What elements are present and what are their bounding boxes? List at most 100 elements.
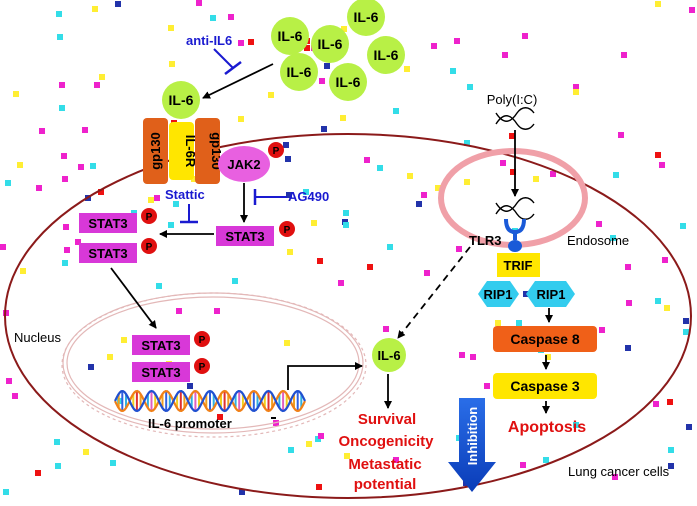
confetti-square xyxy=(64,247,70,253)
confetti-square xyxy=(99,74,105,80)
tlr3-label: TLR3 xyxy=(469,233,502,248)
caspase8-label: Caspase 8 xyxy=(510,331,579,347)
gp130-left xyxy=(143,118,168,184)
confetti-square xyxy=(303,189,309,195)
confetti-square xyxy=(61,153,67,159)
confetti-square xyxy=(377,165,383,171)
confetti-square xyxy=(156,283,162,289)
confetti-square xyxy=(82,127,88,133)
confetti-square xyxy=(340,115,346,121)
confetti-square xyxy=(173,201,179,207)
confetti-square xyxy=(232,278,238,284)
confetti-square xyxy=(115,1,121,7)
confetti-square xyxy=(238,116,244,122)
confetti-square xyxy=(288,447,294,453)
confetti-square xyxy=(653,401,659,407)
metastatic-text: Metastatic xyxy=(348,456,421,473)
confetti-square xyxy=(324,63,330,69)
confetti-square xyxy=(467,84,473,90)
confetti-square xyxy=(343,210,349,216)
confetti-square xyxy=(509,133,515,139)
confetti-square xyxy=(364,157,370,163)
confetti-square xyxy=(214,308,220,314)
confetti-square xyxy=(550,171,556,177)
confetti-square xyxy=(393,108,399,114)
confetti-square xyxy=(98,189,104,195)
confetti-square xyxy=(78,164,84,170)
il6r-label: IL-6R xyxy=(183,135,198,168)
il6-ball xyxy=(329,63,367,101)
stattic-label: Stattic xyxy=(165,187,205,202)
confetti-square xyxy=(383,326,389,332)
il6-ball xyxy=(271,17,309,55)
jak2-label: JAK2 xyxy=(227,157,260,172)
rip1-node xyxy=(526,281,575,307)
il6-ball xyxy=(311,25,349,63)
trif-label: TRIF xyxy=(504,258,533,273)
confetti-square xyxy=(610,235,616,241)
confetti-square xyxy=(55,463,61,469)
confetti-square xyxy=(88,364,94,370)
il6r xyxy=(169,122,194,180)
anti-il6-inhibitor-line xyxy=(213,48,234,69)
nuclear-stat3-bottom xyxy=(132,362,190,382)
stat3-label: STAT3 xyxy=(88,216,127,231)
confetti-square xyxy=(191,176,197,182)
stat3-dimer-bottom xyxy=(79,243,137,263)
il6-label: IL-6 xyxy=(318,36,343,52)
confetti-square xyxy=(59,105,65,111)
phospho-label: P xyxy=(273,146,280,157)
confetti-square xyxy=(35,470,41,476)
il6-intracellular xyxy=(372,338,406,372)
caspase8-node xyxy=(493,326,597,352)
rip1-label: RIP1 xyxy=(537,287,566,302)
confetti-square xyxy=(573,89,579,95)
confetti-square xyxy=(121,337,127,343)
phospho-badge xyxy=(141,208,157,224)
dna-helix xyxy=(114,389,306,413)
confetti-square xyxy=(62,260,68,266)
il6-ball xyxy=(280,53,318,91)
confetti-square xyxy=(6,378,12,384)
confetti-square xyxy=(431,43,437,49)
confetti-square xyxy=(484,383,490,389)
confetti-square xyxy=(655,298,661,304)
il6-promoter-label: IL-6 promoter xyxy=(148,416,232,431)
stat3-dimer-top xyxy=(79,213,137,233)
confetti-square xyxy=(341,26,347,32)
confetti-square xyxy=(464,179,470,185)
confetti-square xyxy=(107,354,113,360)
confetti-square xyxy=(416,201,422,207)
dna-strand xyxy=(114,389,306,413)
confetti-square xyxy=(36,185,42,191)
jak2-node xyxy=(218,146,270,182)
nuclear-stat3-top xyxy=(132,335,190,355)
confetti-square xyxy=(573,422,579,428)
inhibition-arrow xyxy=(448,398,496,492)
confetti-square xyxy=(83,449,89,455)
phospho-badge xyxy=(194,331,210,347)
confetti-square xyxy=(545,354,551,360)
confetti-square xyxy=(573,84,579,90)
confetti-square xyxy=(304,45,310,51)
confetti-square xyxy=(154,195,160,201)
confetti-square xyxy=(668,447,674,453)
il6-ball xyxy=(347,0,385,36)
nucleus-label: Nucleus xyxy=(14,330,61,345)
il6-label: IL-6 xyxy=(287,64,312,80)
confetti-square xyxy=(3,489,9,495)
confetti-square xyxy=(0,244,6,250)
confetti-square xyxy=(344,453,350,459)
confetti-square xyxy=(613,172,619,178)
confetti-square xyxy=(20,268,26,274)
survival-text: Survival xyxy=(358,411,416,428)
confetti-square xyxy=(668,463,674,469)
confetti-square xyxy=(626,300,632,306)
confetti-square xyxy=(319,78,325,84)
confetti-square xyxy=(168,25,174,31)
confetti-square xyxy=(13,91,19,97)
stat3-label: STAT3 xyxy=(141,365,180,380)
cell-membrane xyxy=(4,133,692,499)
phospho-badge xyxy=(141,238,157,254)
